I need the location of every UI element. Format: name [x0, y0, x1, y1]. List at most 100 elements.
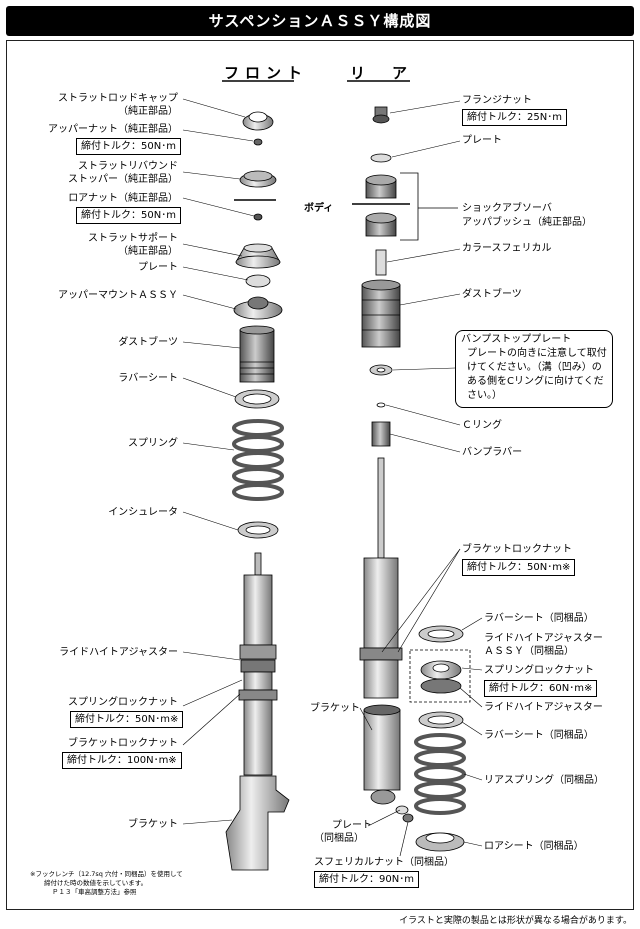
- label-strut-rod-cap: ストラットロッドキャップ （純正部品）: [58, 92, 178, 118]
- label-rear-ride-height-adjuster: ライドハイトアジャスター: [484, 702, 603, 713]
- label-insulator: インシュレータ: [108, 507, 178, 518]
- front-insulator: [237, 521, 279, 539]
- front-strut-support: [235, 243, 281, 269]
- torque-rear-spring-lock-nut: 締付トルク：60N･m※: [484, 680, 598, 697]
- front-spring: [232, 419, 284, 501]
- label-rear-dust-boot: ダストブーツ: [462, 289, 522, 300]
- label-line: ストラットサポート: [88, 233, 178, 244]
- label-line: （純正部品）: [118, 106, 178, 117]
- rear-shock-rod: [377, 457, 385, 559]
- label-rear-bracket-lock-nut: ブラケットロックナット: [462, 544, 572, 555]
- label-rear-plate: プレート: [462, 135, 502, 146]
- label-lower-seat: ロアシート（同梱品）: [484, 841, 584, 852]
- footnote-line: ※フックレンチ（12.7sq 穴付・同梱品）を使用して: [30, 870, 183, 878]
- rear-shock-bush-lower: [365, 212, 397, 237]
- label-rear-bracket: ブラケット: [310, 703, 360, 714]
- front-shock-body: [238, 552, 278, 776]
- rear-rubber-seat-top: [418, 625, 464, 643]
- front-dust-boot: [239, 325, 275, 383]
- front-lower-nut: [253, 213, 263, 221]
- label-strut-support: ストラットサポート （純正部品）: [88, 232, 178, 258]
- label-front-rubber-seat: ラバーシート: [118, 373, 178, 384]
- rear-ride-height-adjuster-assy: [420, 660, 462, 694]
- front-bracket: [225, 775, 290, 871]
- label-line: ストラットロッドキャップ: [58, 93, 178, 104]
- note-body: プレートの向きに注意して取付けてください。（溝（凹み）のある側をCリングに向けて…: [467, 348, 607, 401]
- label-line: ショックアブソーバ: [462, 203, 552, 214]
- rear-plate-top: [370, 153, 392, 163]
- label-front-spring-lock-nut: スプリングロックナット: [68, 697, 178, 708]
- torque-spherical-nut: 締付トルク：90N･m: [314, 871, 419, 888]
- label-front-bracket-lock-nut: ブラケットロックナット: [68, 738, 178, 749]
- footnote-line: 締付けた時の数値を示しています。: [44, 879, 148, 887]
- note-title: バンプストッププレート: [461, 334, 572, 345]
- torque-rear-bracket-lock-nut: 締付トルク：50N･m※: [462, 559, 576, 576]
- front-rebound-stopper: [239, 170, 277, 188]
- torque-front-spring-lock-nut: 締付トルク：50N･m※: [70, 711, 184, 728]
- label-shock-bush: ショックアブソーバ アッパブッシュ（純正部品）: [462, 202, 592, 230]
- rear-spring: [414, 733, 466, 815]
- label-rear-plate-lower: プレート （同梱品）: [314, 819, 372, 845]
- rear-section-title: リ ア: [350, 64, 414, 82]
- torque-flange-nut: 締付トルク：25N･m: [462, 109, 567, 126]
- torque-front-bracket-lock-nut: 締付トルク：100N･m※: [62, 752, 182, 769]
- label-line: ストラットリバウンド: [78, 161, 178, 172]
- front-rubber-seat: [234, 389, 280, 409]
- rear-shock-bush-upper: [365, 174, 397, 199]
- label-front-ride-height-adjuster: ライドハイトアジャスター: [59, 647, 178, 658]
- label-front-bracket: ブラケット: [128, 819, 178, 830]
- label-upper-mount: アッパーマウントＡＳＳＹ: [58, 290, 178, 301]
- label-upper-nut: アッパーナット（純正部品）: [48, 124, 178, 135]
- page-title: サスペンションＡＳＳＹ構成図: [6, 6, 634, 36]
- rear-plate-lower: [395, 805, 409, 815]
- footnote-line: Ｐ１３「車高調整方法」参照: [52, 888, 137, 896]
- rear-flange-nut: [372, 106, 390, 124]
- footnote: ※フックレンチ（12.7sq 穴付・同梱品）を使用して 締付けた時の数値を示して…: [30, 870, 183, 897]
- bump-stop-plate-note: バンプストッププレート プレートの向きに注意して取付けてください。（溝（凹み）の…: [455, 330, 613, 408]
- rear-bump-rubber: [371, 421, 391, 447]
- torque-lower-nut: 締付トルク：50N･m: [76, 207, 181, 224]
- label-lower-nut: ロアナット（純正部品）: [68, 193, 178, 204]
- label-rear-spring-lock-nut: スプリングロックナット: [484, 665, 594, 676]
- disclaimer: イラストと実際の製品とは形状が異なる場合があります。: [399, 916, 632, 926]
- torque-upper-nut: 締付トルク：50N･m: [76, 138, 181, 155]
- rear-bracket: [363, 704, 401, 805]
- rear-collar: [375, 249, 387, 276]
- label-line: （純正部品）: [118, 246, 178, 257]
- label-line: プレート: [332, 820, 372, 831]
- label-spherical-nut: スフェリカルナット（同梱品）: [314, 857, 454, 868]
- label-rear-rubber-seat-top: ラバーシート（同梱品）: [484, 613, 594, 624]
- rear-dust-boot: [361, 279, 401, 348]
- diagram-frame: [6, 40, 634, 910]
- rear-bump-stop-plate: [369, 364, 393, 376]
- label-body: ボディ: [304, 203, 334, 214]
- rear-c-ring: [376, 402, 386, 408]
- label-front-spring: スプリング: [128, 438, 178, 449]
- label-ride-height-adjuster-assy: ライドハイトアジャスター ＡＳＳＹ（同梱品）: [484, 632, 603, 658]
- front-upper-mount: [233, 296, 283, 320]
- front-plate: [245, 274, 271, 288]
- rear-shock-body: [359, 557, 403, 699]
- rear-spherical-nut: [402, 813, 414, 823]
- label-flange-nut: フランジナット: [462, 95, 532, 106]
- rear-rubber-seat-bottom: [418, 711, 464, 729]
- leader-lines: [182, 98, 483, 857]
- label-collar: カラースフェリカル: [462, 243, 552, 254]
- label-rear-rubber-seat-bottom: ラバーシート（同梱品）: [484, 730, 594, 741]
- label-rear-spring: リアスプリング（同梱品）: [484, 775, 604, 786]
- label-c-ring: Ｃリング: [462, 420, 502, 431]
- label-line: アッパブッシュ（純正部品）: [462, 217, 592, 228]
- front-section-title: フロント: [224, 64, 309, 82]
- label-line: ＡＳＳＹ（同梱品）: [484, 646, 574, 657]
- rear-lower-seat: [415, 832, 465, 852]
- front-upper-nut: [253, 138, 263, 146]
- front-strut-rod-cap: [242, 111, 274, 131]
- label-strut-rebound-stopper: ストラットリバウンド ストッパー（純正部品）: [68, 160, 178, 186]
- label-front-dust-boot: ダストブーツ: [118, 337, 178, 348]
- label-line: ライドハイトアジャスター: [484, 633, 603, 644]
- label-line: ストッパー（純正部品）: [68, 174, 178, 185]
- label-bump-rubber: バンプラバー: [462, 447, 523, 458]
- label-line: （同梱品）: [314, 833, 364, 844]
